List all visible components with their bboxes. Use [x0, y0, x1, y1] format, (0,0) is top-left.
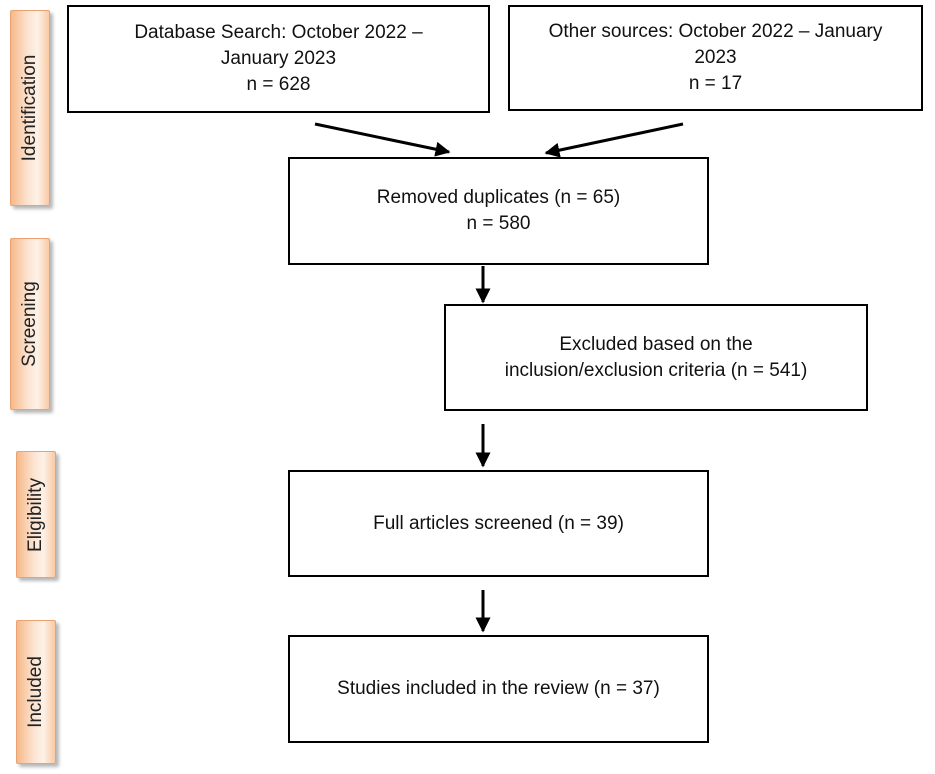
excluded-line1: Excluded based on the: [559, 333, 753, 355]
removed-duplicates-count: n = 580: [466, 213, 531, 234]
stage-identification: Identification: [10, 10, 50, 206]
full-articles-line1: Full articles screened (n = 39): [373, 512, 624, 534]
other-sources-box: Other sources: October 2022 – January 20…: [508, 5, 923, 111]
stage-included: Included: [16, 620, 56, 764]
other-sources-line2: 2023: [694, 47, 737, 68]
studies-included-box: Studies included in the review (n = 37): [288, 635, 709, 743]
excluded-box: Excluded based on the inclusion/exclusio…: [444, 304, 868, 411]
arrow-other-to-duplicates: [544, 122, 684, 158]
stage-eligibility-label: Eligibility: [25, 477, 46, 552]
other-sources-line1: Other sources: October 2022 – January: [548, 21, 883, 42]
stage-identification-label: Identification: [19, 54, 40, 162]
database-search-line2: January 2023: [220, 48, 337, 69]
stage-included-label: Included: [25, 656, 46, 728]
stage-screening-label: Screening: [19, 281, 40, 367]
removed-duplicates-line1: Removed duplicates (n = 65): [376, 187, 621, 208]
stage-eligibility: Eligibility: [16, 451, 56, 578]
database-search-line1: Database Search: October 2022 –: [134, 22, 423, 43]
stage-screening: Screening: [10, 238, 50, 410]
studies-included-line1: Studies included in the review (n = 37): [337, 678, 660, 699]
arrow-database-to-duplicates: [314, 122, 451, 157]
removed-duplicates-box: Removed duplicates (n = 65) n = 580: [288, 157, 709, 265]
excluded-line2: inclusion/exclusion criteria (n = 541): [504, 359, 808, 381]
database-search-box: Database Search: October 2022 – January …: [67, 5, 490, 113]
other-sources-count: n = 17: [688, 73, 743, 94]
full-articles-box: Full articles screened (n = 39): [288, 470, 709, 577]
database-search-count: n = 628: [246, 74, 311, 95]
